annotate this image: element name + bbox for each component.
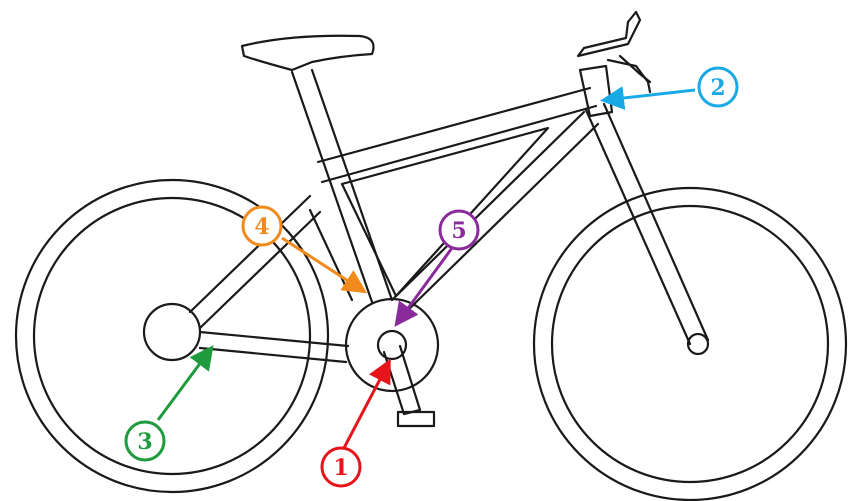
rear-hub — [142, 302, 202, 362]
callout-1: 1 — [320, 358, 391, 488]
callout-2: 2 — [600, 66, 739, 110]
callout-3: 3 — [124, 345, 214, 462]
crank-and-pedal — [382, 344, 436, 428]
saddle — [240, 34, 375, 72]
rear-wheel — [14, 178, 330, 494]
callout-2-label: 2 — [710, 75, 725, 101]
callout-4-label: 4 — [254, 214, 269, 240]
callout-5: 5 — [394, 209, 480, 327]
callout-4: 4 — [241, 205, 368, 294]
bike-frame — [188, 10, 710, 364]
callout-1-label: 1 — [333, 455, 348, 481]
callout-3-label: 3 — [137, 429, 152, 455]
callout-5-label: 5 — [451, 218, 466, 244]
front-wheel — [532, 186, 848, 501]
bottom-bracket-spindle — [376, 329, 408, 361]
